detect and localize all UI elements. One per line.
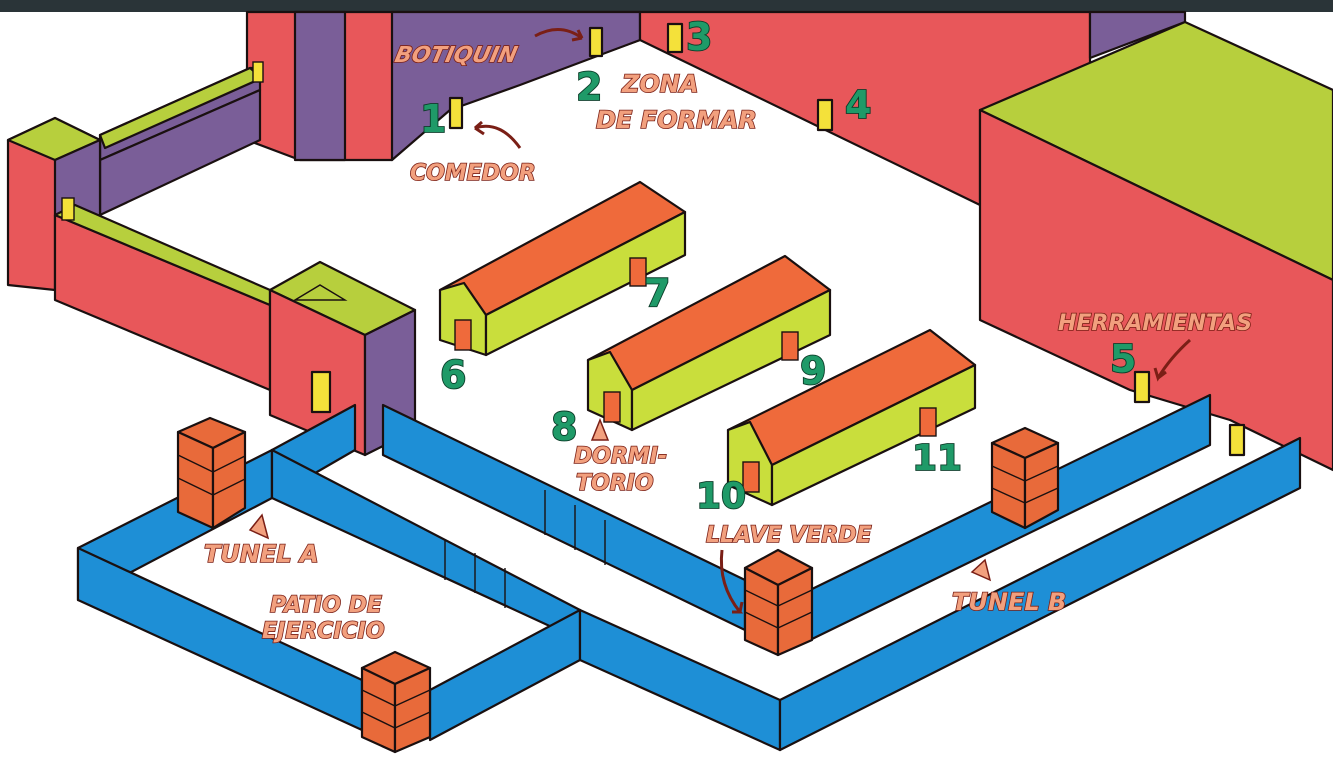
label-patio-1: PATIO DE — [270, 593, 382, 618]
east-building — [980, 22, 1333, 470]
number-1: 1 — [420, 97, 446, 141]
label-zona-1: ZONA — [621, 70, 698, 98]
number-4: 4 — [845, 83, 871, 127]
arrow-comedor-icon — [475, 122, 520, 148]
watchtower-patio — [362, 652, 430, 752]
arrow-tunel-a-icon — [250, 515, 268, 538]
number-10: 10 — [696, 476, 746, 517]
label-llave-verde: LLAVE VERDE — [706, 523, 872, 548]
arrow-tunel-b-icon — [972, 560, 990, 580]
label-botiquin: BOTIQUIN — [393, 42, 521, 68]
label-herramientas: HERRAMIENTAS — [1058, 311, 1252, 336]
blue-fences — [78, 395, 1300, 750]
label-comedor: COMEDOR — [410, 161, 536, 186]
label-dormitorio-1: DORMI- — [574, 444, 667, 469]
number-8: 8 — [551, 405, 577, 449]
west-wall — [8, 62, 270, 390]
number-3: 3 — [686, 15, 712, 59]
label-dormitorio-2: TORIO — [576, 471, 654, 496]
watchtower-a — [178, 418, 245, 528]
number-6: 6 — [440, 353, 466, 397]
label-zona-2: DE FORMAR — [596, 106, 757, 134]
number-5: 5 — [1110, 337, 1136, 381]
top-band — [0, 0, 1333, 12]
number-9: 9 — [800, 349, 826, 393]
arrow-dormitorio-icon — [592, 420, 608, 440]
watchtower-b — [992, 428, 1058, 528]
label-patio-2: EJERCICIO — [262, 619, 385, 644]
label-tunel-b: TUNEL B — [952, 588, 1066, 616]
number-2: 2 — [576, 65, 602, 109]
label-tunel-a: TUNEL A — [204, 540, 319, 568]
number-7: 7 — [644, 271, 670, 315]
number-11: 11 — [912, 438, 962, 479]
watchtower-llave — [745, 550, 812, 655]
